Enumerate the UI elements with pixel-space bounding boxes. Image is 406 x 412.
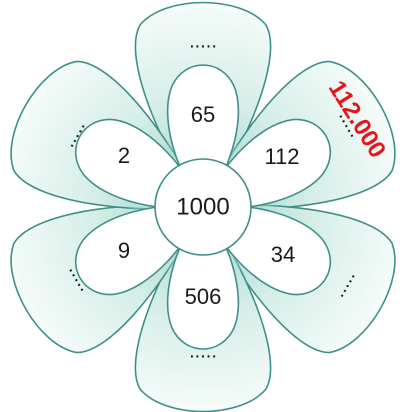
outer-blank-bottom: ..... xyxy=(189,340,217,362)
outer-blank-top: ..... xyxy=(189,30,217,52)
inner-number-top: 65 xyxy=(191,102,215,127)
inner-number-bottom-right: 34 xyxy=(271,242,295,267)
inner-number-bottom-left: 9 xyxy=(118,238,130,263)
inner-number-bottom: 506 xyxy=(185,284,222,309)
center-number: 1000 xyxy=(176,193,229,220)
inner-number-top-left: 2 xyxy=(118,143,130,168)
inner-number-top-right: 112 xyxy=(264,144,299,169)
